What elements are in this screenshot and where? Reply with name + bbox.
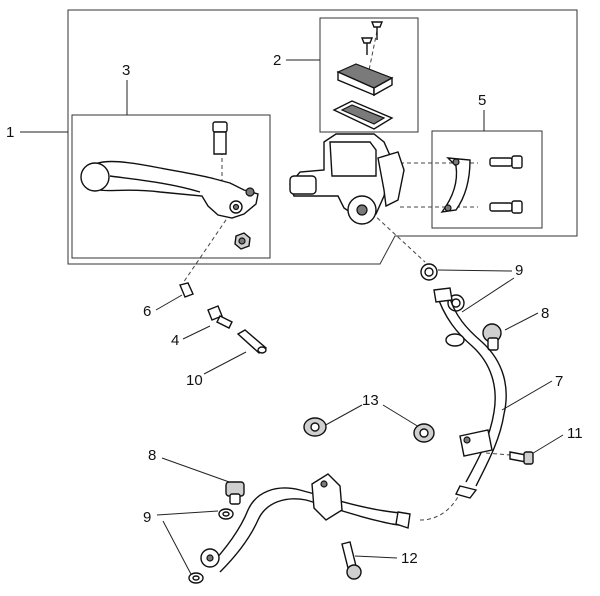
- svg-text:9: 9: [515, 262, 523, 279]
- svg-text:4: 4: [171, 332, 179, 349]
- svg-text:2: 2: [273, 52, 281, 69]
- svg-text:7: 7: [555, 373, 563, 390]
- part-4-bleeder: [207, 305, 233, 329]
- svg-text:8: 8: [148, 447, 156, 464]
- callout-9-upper: 9: [437, 262, 523, 313]
- svg-text:1: 1: [6, 124, 14, 141]
- svg-text:3: 3: [122, 62, 130, 79]
- callout-10: 10: [186, 351, 247, 389]
- svg-text:6: 6: [143, 303, 151, 320]
- reservoir-diaphragm: [332, 100, 394, 130]
- callout-9-lower: 9: [143, 509, 219, 579]
- cap-screws: [360, 21, 384, 55]
- grommet-13-right: [413, 423, 435, 443]
- svg-text:12: 12: [401, 550, 418, 567]
- reservoir-cap: [336, 63, 394, 97]
- clamp-bolts: [489, 155, 523, 214]
- lower-washer-1: [218, 508, 234, 520]
- callout-1: 1: [6, 124, 68, 141]
- assembly-5-frame: [431, 130, 543, 229]
- grommet-13-left: [303, 417, 327, 437]
- lever-nut: [234, 232, 251, 250]
- part-10-pushrod: [236, 329, 268, 354]
- svg-text:13: 13: [362, 392, 379, 409]
- assembly-2-frame: [319, 17, 419, 133]
- callout-6: 6: [143, 294, 183, 320]
- callout-12: 12: [354, 550, 418, 567]
- svg-text:8: 8: [541, 305, 549, 322]
- assembly-3-frame: [71, 114, 271, 259]
- callout-13: 13: [321, 392, 420, 428]
- lower-banjo-bolt: [225, 481, 245, 505]
- callout-11: 11: [529, 425, 583, 456]
- assembly-1-frame: [67, 9, 578, 265]
- callout-5: 5: [478, 92, 486, 131]
- part-6-bleeder-cap: [179, 282, 194, 298]
- upper-washer-1: [420, 263, 438, 281]
- callout-3: 3: [122, 62, 130, 115]
- brake-lever: [80, 160, 259, 219]
- lower-washer-2: [188, 572, 204, 584]
- handlebar-clamp: [440, 157, 471, 213]
- bolt-12: [341, 541, 362, 580]
- callout-8-lower: 8: [148, 447, 233, 484]
- callout-4: 4: [171, 325, 211, 349]
- lower-hose: [200, 473, 411, 573]
- svg-text:10: 10: [186, 372, 203, 389]
- callout-7: 7: [501, 373, 563, 411]
- callout-8-upper: 8: [504, 305, 549, 331]
- upper-banjo-bolt: [482, 323, 502, 351]
- svg-text:9: 9: [143, 509, 151, 526]
- lever-pivot-bolt: [212, 121, 228, 155]
- callout-2: 2: [273, 52, 320, 69]
- svg-text:5: 5: [478, 92, 486, 109]
- bolt-11: [509, 451, 534, 465]
- master-cylinder-body: [289, 133, 405, 225]
- hose-7: [433, 287, 507, 499]
- svg-text:11: 11: [567, 425, 583, 442]
